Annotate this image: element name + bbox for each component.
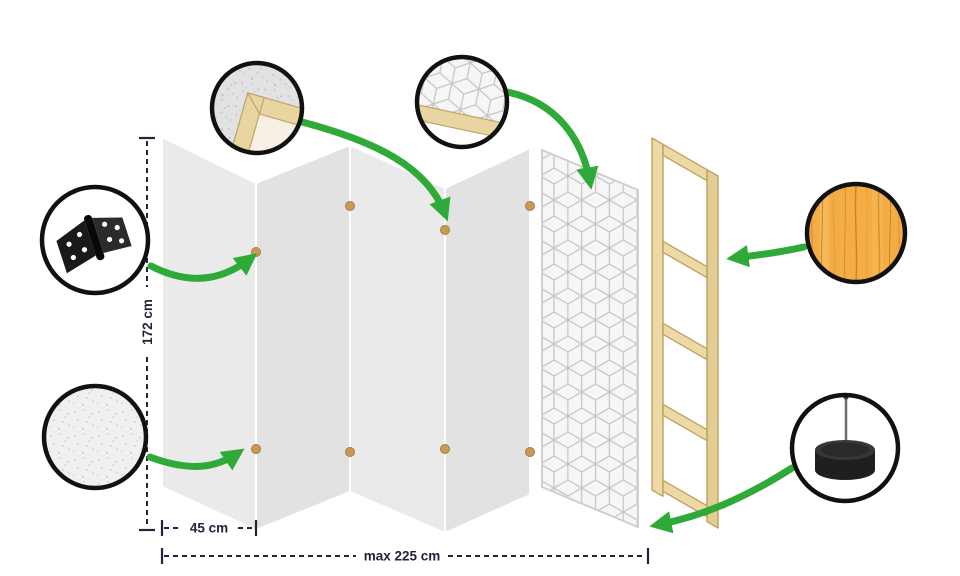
panel-2 (255, 143, 351, 532)
hinge-pin (440, 225, 450, 235)
frame-right-rail (706, 168, 719, 529)
panel-3 (349, 143, 446, 535)
callout-foot (789, 392, 901, 504)
hinge-pin (345, 447, 355, 457)
hinge-pin (251, 444, 261, 454)
hinge-pin (525, 201, 535, 211)
hinge-icon (56, 214, 132, 274)
panel-width-dimension: 45 cm (160, 520, 258, 536)
arrow-to-frame-bottom (649, 464, 796, 534)
arrow-to-middle-fold (298, 118, 451, 222)
frame-rung (662, 403, 708, 442)
frame-rung (662, 322, 708, 361)
arrow-to-panel-fabric (146, 448, 245, 471)
panel-width-label: 45 cm (190, 521, 228, 536)
callout-fabric (41, 383, 149, 491)
frame-bottom-bar (662, 479, 708, 518)
frame-top-bar (662, 143, 708, 182)
patterned-panel (541, 148, 639, 529)
callout-hinge (39, 184, 151, 296)
height-label: 172 cm (140, 299, 155, 345)
arrow-to-pattern-panel (503, 88, 599, 190)
callout-arrows (146, 88, 808, 534)
foot-stud-icon (815, 395, 875, 480)
frame-rung (662, 240, 708, 279)
folding-panels (161, 135, 535, 535)
wooden-frame (651, 137, 719, 529)
panel-hinges (251, 201, 535, 457)
panel-4 (444, 146, 531, 535)
arrow-to-hinge (147, 253, 258, 282)
hinge-pin (440, 444, 450, 454)
callout-wood (804, 181, 908, 285)
hinge-pin (345, 201, 355, 211)
hinge-pin (525, 447, 535, 457)
arrow-to-wood-frame (726, 243, 808, 268)
frame-left-rail (651, 137, 664, 497)
total-width-label: max 225 cm (364, 549, 441, 564)
panel-1 (161, 135, 257, 532)
total-width-dimension: max 225 cm (160, 548, 650, 564)
height-dimension: 172 cm (139, 136, 155, 532)
fabric-texture-icon (44, 386, 146, 488)
